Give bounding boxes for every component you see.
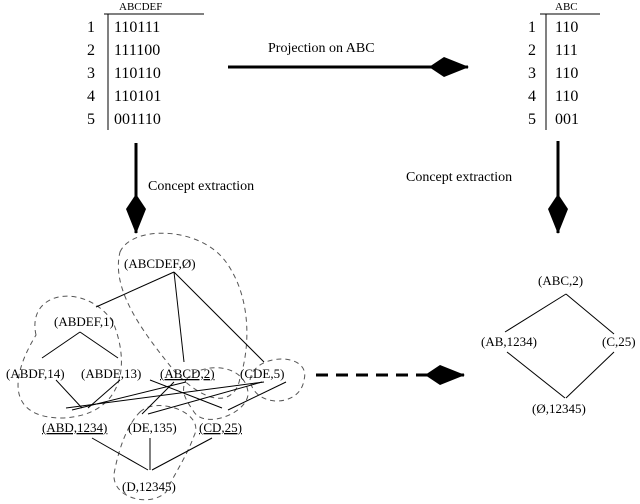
left-table-header: ABCDEF: [119, 1, 162, 13]
group-d-outline: [113, 405, 197, 501]
lattice-edge: [565, 293, 615, 335]
right-table-row-value: 110: [555, 19, 578, 36]
right-table-row-id: 4: [528, 88, 536, 105]
lattice-edge: [504, 293, 567, 333]
left-lattice-edges: [41, 271, 287, 471]
left-table-row-id: 3: [87, 65, 95, 82]
left-table-row-value: 110101: [114, 88, 161, 105]
lattice-edge: [41, 331, 81, 359]
concept-node: (ABDEF,1): [54, 314, 114, 329]
concept-node: (Ø,12345): [532, 401, 586, 416]
lattice-edge: [79, 331, 119, 359]
right-table-row-value: 110: [555, 65, 578, 82]
concept-node: (CD,25): [199, 420, 242, 435]
left-table-row-id: 2: [87, 42, 95, 59]
left-context-table: ABCDEF 1 110111 2 111100 3 110110 4 1101…: [87, 1, 204, 130]
left-table-row-id: 1: [87, 19, 95, 36]
right-table-row-value: 111: [555, 42, 578, 59]
lattice-edge: [173, 271, 185, 363]
lattice-edge: [95, 271, 175, 308]
lattice-edge: [87, 379, 121, 409]
right-table-row-id: 3: [528, 65, 536, 82]
concept-node: (ABC,2): [538, 273, 583, 288]
right-table-header: ABC: [555, 1, 578, 13]
lattice-edge: [91, 437, 149, 471]
right-table-row-id: 2: [528, 42, 536, 59]
right-table-row-id: 5: [528, 111, 536, 128]
concept-node: (CDE,5): [240, 366, 284, 381]
concept-node: (D,12345): [122, 479, 176, 494]
left-table-row-id: 4: [87, 88, 95, 105]
concept-node: (DE,135): [128, 420, 177, 435]
left-table-row-value: 110110: [114, 65, 161, 82]
concept-node: (ABCD,2): [160, 366, 215, 381]
group-cde-outline: [249, 358, 306, 402]
right-lattice-nodes: (ABC,2) (AB,1234) (C,25) (Ø,12345): [481, 273, 636, 416]
left-lattice-groupings: [17, 232, 306, 501]
right-table-row-value: 001: [555, 111, 579, 128]
concept-node: (ABD,1234): [42, 420, 107, 435]
lattice-edge: [65, 381, 265, 409]
right-table-row-id: 1: [528, 19, 536, 36]
left-table-row-value: 110111: [114, 19, 160, 36]
left-table-row-value: 111100: [114, 42, 160, 59]
group-cd-outline: [183, 367, 249, 420]
concept-node: (C,25): [602, 334, 636, 349]
lattice-edge: [506, 351, 566, 399]
lattice-edge: [227, 381, 287, 411]
lattice-edge: [565, 351, 615, 399]
concept-extraction-left-label: Concept extraction: [148, 179, 254, 194]
concept-node: (ABDE,13): [81, 366, 141, 381]
concept-extraction-right-label: Concept extraction: [406, 170, 512, 185]
lattice-edge: [147, 381, 263, 415]
lattice-edge: [71, 381, 187, 411]
concept-node: (ABDF,14): [6, 366, 65, 381]
lattice-edge: [141, 381, 175, 415]
right-context-table: ABC 1 110 2 111 3 110 4 110 5 001: [528, 1, 600, 130]
right-lattice-edges: [504, 293, 615, 399]
projection-label: Projection on ABC: [268, 41, 375, 56]
concept-node: (ABCDEF,Ø): [124, 256, 196, 271]
lattice-edge: [149, 379, 223, 409]
left-lattice-nodes: (ABCDEF,Ø) (ABDEF,1) (ABDF,14) (ABDE,13)…: [6, 256, 284, 494]
left-table-row-id: 5: [87, 111, 95, 128]
left-table-row-value: 001110: [114, 111, 161, 128]
lattice-edge: [173, 271, 265, 363]
concept-node: (AB,1234): [481, 334, 537, 349]
right-table-row-value: 110: [555, 88, 578, 105]
lattice-edge: [55, 379, 83, 409]
lattice-edge: [151, 437, 213, 471]
